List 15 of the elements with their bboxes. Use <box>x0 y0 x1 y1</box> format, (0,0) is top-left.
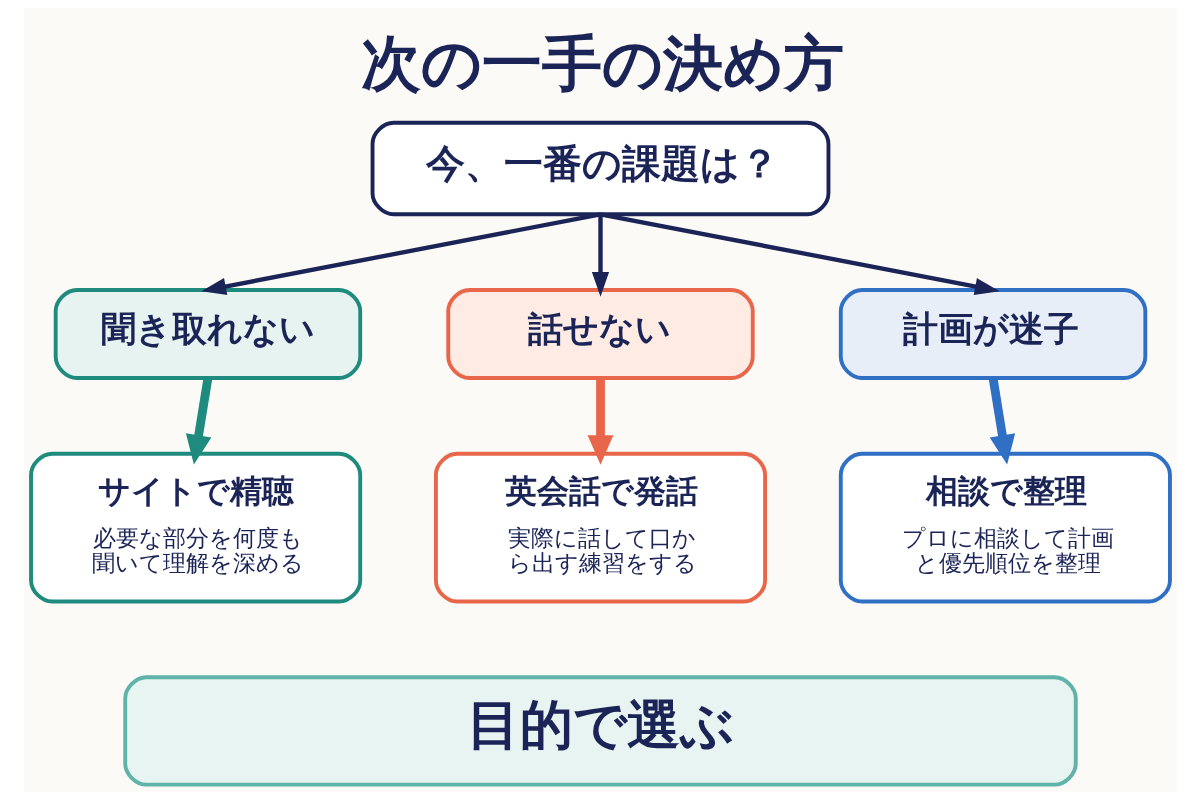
node-box: 計画が迷子 <box>838 288 1147 380</box>
arrow <box>988 377 1015 465</box>
node-box: 英会話で発話 実際に話して口から出す練習をする <box>433 451 767 604</box>
node-box: 聞き取れない <box>53 288 362 380</box>
node-box: 今、一番の課題は？ <box>370 120 830 217</box>
diagram-title: 次の一手の決め方 <box>360 27 844 98</box>
node-box: サイトで精聴 必要な部分を何度も聞いて理解を深める <box>28 451 362 604</box>
node-box: 相談で整理 プロに相談して計画と優先順位を整理 <box>838 451 1172 604</box>
node-box: 話せない <box>445 288 755 380</box>
arrow <box>591 214 609 297</box>
node-box: 目的で選ぶ <box>122 675 1078 787</box>
arrow <box>185 377 212 465</box>
arrow <box>200 212 601 296</box>
arrow <box>587 378 613 465</box>
arrow <box>599 212 1000 296</box>
